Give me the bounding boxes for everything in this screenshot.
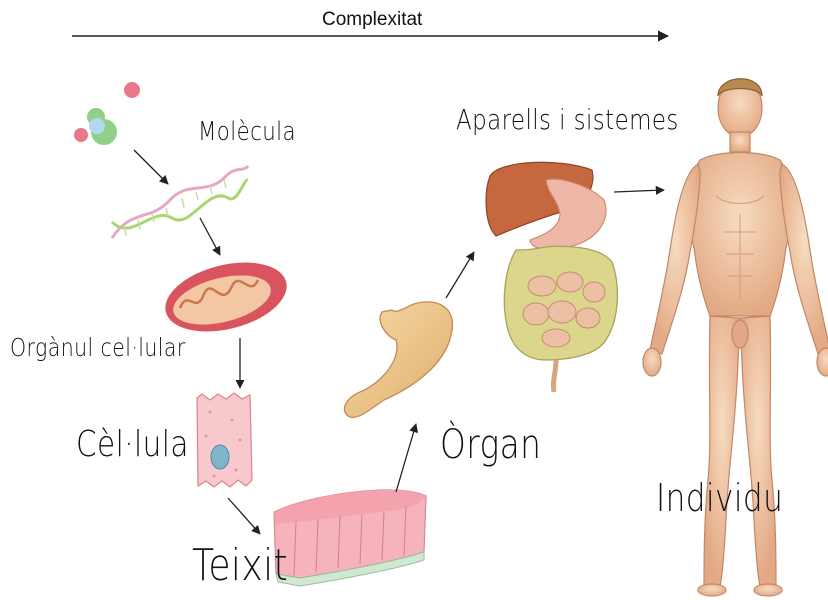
mitochondrion-illustration [158,251,294,343]
label-individual: Individu [656,476,783,520]
digestive-system-illustration [486,162,617,392]
label-organelle: Orgànul cel·lular [10,333,186,362]
complexity-axis-label: Complexitat [322,9,422,31]
label-molecule: Molècula [198,117,296,147]
arrow-cell-to-tissue [228,498,260,534]
stomach-organ-illustration [344,302,452,418]
label-organ: Òrgan [440,422,541,468]
arrow-systems-to-individual [614,190,664,192]
arrow-tissue-to-organ [396,424,416,492]
dna-helix-illustration [112,166,248,238]
label-cell: Cèl·lula [76,424,189,465]
arrow-organ-to-systems [446,252,474,298]
tissue-illustration [274,490,426,586]
arrow-dna-to-organelle [200,218,220,255]
label-organ-systems: Aparells i sistemes [456,103,679,136]
label-tissue: Teixit [192,540,288,591]
molecule-illustration [74,82,140,145]
cell-illustration [197,393,252,487]
arrow-molecule-to-dna [134,150,168,184]
